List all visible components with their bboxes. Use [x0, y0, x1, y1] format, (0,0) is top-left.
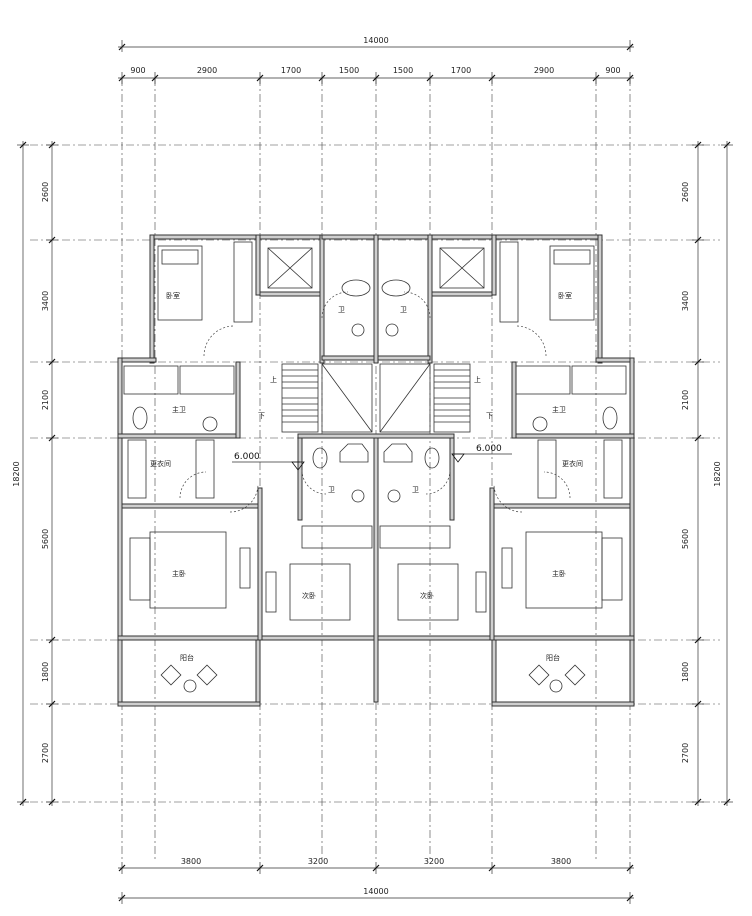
door-swings [179, 291, 571, 513]
walls [117, 234, 635, 707]
bottom-dim-4: 3800 [551, 857, 571, 866]
bottom-dim-2: 3200 [308, 857, 328, 866]
stair-down-right: 下 [486, 412, 493, 420]
room-bath-mid-left: 卫 [328, 486, 335, 494]
top-dim-1: 900 [130, 66, 145, 75]
stair-down-left: 下 [258, 412, 265, 420]
elevator-shafts [267, 247, 485, 289]
level-left: 6.000 [234, 452, 260, 462]
bottom-dim-1: 3800 [181, 857, 201, 866]
room-second-left: 次卧 [302, 591, 316, 600]
bottom-total-dim: 14000 [363, 887, 388, 896]
room-bedroom-left: 卧室 [166, 291, 180, 300]
room-bedroom-right: 卧室 [558, 291, 572, 300]
level-right: 6.000 [476, 444, 502, 454]
stairs [281, 363, 471, 433]
room-master-left: 主卧 [172, 569, 186, 578]
right-dim-5: 1800 [681, 662, 690, 682]
left-dim-5: 1800 [41, 662, 50, 682]
room-bath-upper-right: 卫 [400, 306, 407, 314]
top-dim-5: 1500 [393, 66, 413, 75]
room-bath-mid-right: 卫 [412, 486, 419, 494]
stair-up-right: 上 [474, 375, 481, 384]
stair-up-left: 上 [270, 375, 277, 384]
room-second-right: 次卧 [420, 591, 434, 600]
room-closet-right: 更衣间 [562, 459, 583, 468]
right-dim-1: 2600 [681, 182, 690, 202]
room-bath-upper-left: 卫 [338, 306, 345, 314]
room-labels: 卧室 卧室 卫 卫 主卫 主卫 上 下 上 下 更衣间 更衣间 卫 卫 主卧 主… [150, 291, 583, 662]
top-dim-6: 1700 [451, 66, 471, 75]
level-markers: 6.000 6.000 [232, 444, 512, 471]
room-balcony-right: 阳台 [546, 653, 560, 662]
left-dim-6: 2700 [41, 743, 50, 763]
right-dim-3: 2100 [681, 390, 690, 410]
left-dim-1: 2600 [41, 182, 50, 202]
top-total-dim: 14000 [363, 36, 388, 45]
right-total-dim: 18200 [713, 461, 722, 486]
top-dimensions: 14000 900 2900 1700 1500 1500 1700 2900 … [118, 36, 634, 84]
right-dim-4: 5600 [681, 529, 690, 549]
right-dim-2: 3400 [681, 291, 690, 311]
left-dim-2: 3400 [41, 291, 50, 311]
room-master-right: 主卧 [552, 569, 566, 578]
right-dimensions: 2600 3400 2100 5600 1800 2700 18200 [681, 141, 733, 806]
bottom-dimensions: 3800 3200 3200 3800 14000 [118, 857, 634, 904]
top-dim-8: 900 [605, 66, 620, 75]
bottom-dim-3: 3200 [424, 857, 444, 866]
fixtures [123, 241, 627, 693]
room-balcony-left: 阳台 [180, 653, 194, 662]
top-dim-2: 2900 [197, 66, 217, 75]
left-dimensions: 18200 2600 3400 2100 5600 1800 2700 [12, 141, 58, 806]
right-dim-6: 2700 [681, 743, 690, 763]
room-closet-left: 更衣间 [150, 459, 171, 468]
top-dim-4: 1500 [339, 66, 359, 75]
left-total-dim: 18200 [12, 461, 21, 486]
top-dim-3: 1700 [281, 66, 301, 75]
room-master-bath-right: 主卫 [552, 405, 566, 414]
room-master-bath-left: 主卫 [172, 405, 186, 414]
left-dim-3: 2100 [41, 390, 50, 410]
top-dim-7: 2900 [534, 66, 554, 75]
left-dim-4: 5600 [41, 529, 50, 549]
